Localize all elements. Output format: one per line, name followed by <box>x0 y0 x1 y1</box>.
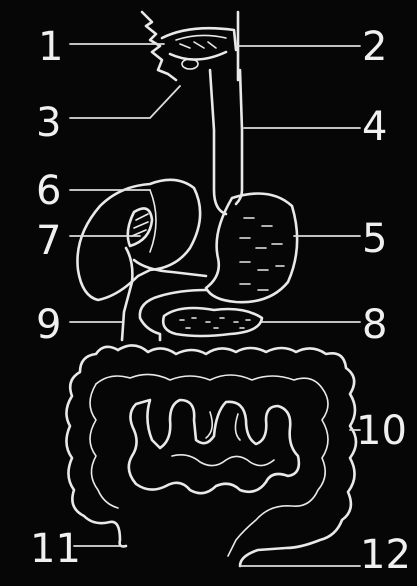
label-12: 12 <box>360 532 411 578</box>
label-4: 4 <box>362 104 387 150</box>
label-7: 7 <box>36 218 61 264</box>
esophagus <box>210 70 242 214</box>
small-intestine <box>129 400 299 493</box>
label-9: 9 <box>36 302 61 348</box>
label-1: 1 <box>38 24 63 70</box>
label-10: 10 <box>356 408 407 454</box>
number-labels: 1 2 3 4 5 6 7 8 9 10 11 12 <box>30 24 411 578</box>
label-3: 3 <box>36 100 61 146</box>
label-5: 5 <box>362 216 387 262</box>
mouth-region <box>142 12 238 80</box>
leader-3 <box>70 86 180 118</box>
label-2: 2 <box>362 24 387 70</box>
large-intestine <box>66 345 356 566</box>
label-6: 6 <box>36 168 61 214</box>
gallbladder <box>128 208 152 246</box>
label-8: 8 <box>362 302 387 348</box>
liver <box>77 180 200 300</box>
pancreas <box>163 308 262 336</box>
label-11: 11 <box>30 526 81 572</box>
